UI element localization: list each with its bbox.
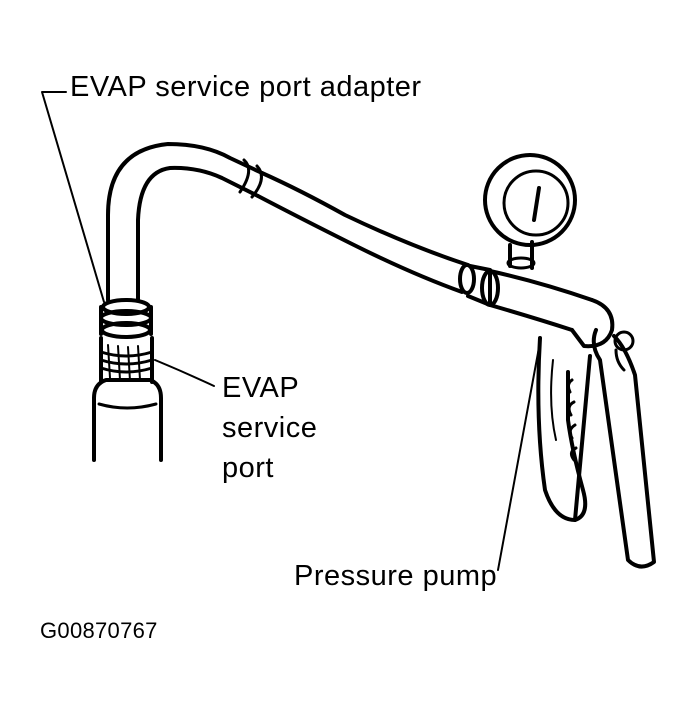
pump-leader <box>497 341 541 571</box>
adapter-label: EVAP service port adapter <box>70 71 422 103</box>
figure-code: G00870767 <box>40 618 158 643</box>
leader-lines <box>41 91 541 571</box>
pressure-pump-label: Pressure pump <box>294 560 498 592</box>
service-port-label-line1: EVAP <box>222 372 300 404</box>
service-port <box>99 336 154 384</box>
service-port-label: EVAP service port <box>222 368 317 488</box>
adapter-leader <box>41 91 105 303</box>
service-port-adapter <box>99 298 153 339</box>
pump-handle <box>536 336 588 522</box>
pressure-gauge <box>483 153 577 270</box>
service-port-label-line3: port <box>222 452 274 484</box>
service-port-tube <box>92 378 163 462</box>
service-port-leader <box>154 359 215 387</box>
pump-trigger <box>573 328 656 569</box>
pump-barrel <box>466 264 615 349</box>
hose <box>106 142 476 302</box>
service-port-label-line2: service <box>222 412 318 444</box>
